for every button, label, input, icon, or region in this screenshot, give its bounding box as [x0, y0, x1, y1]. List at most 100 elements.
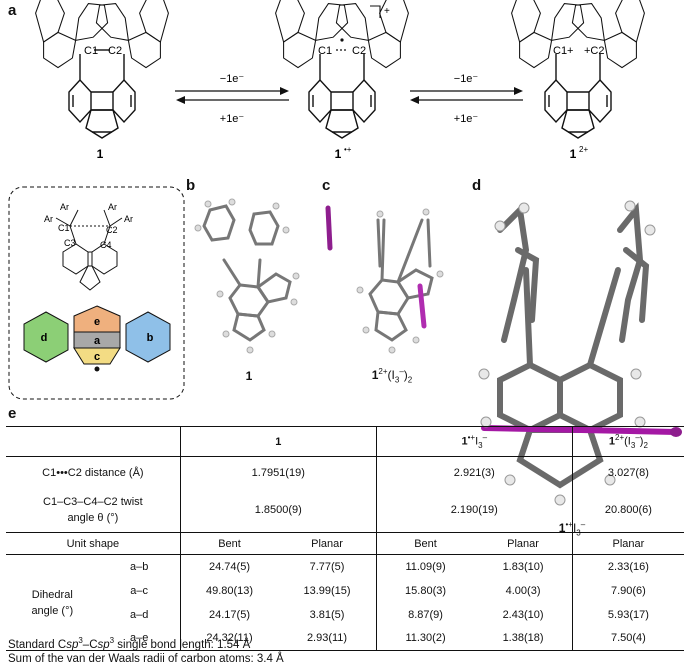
caption-d-sup2: – — [580, 520, 586, 529]
label-radical-sup: •+ — [344, 145, 352, 154]
caption-c-sup: 2+ — [378, 367, 388, 376]
dihedral-cell: 24.32(11) — [206, 632, 253, 645]
note1-f: 3 — [109, 636, 115, 645]
ring-label-e: e — [94, 316, 100, 328]
dihedral-cell: 7.90(6) — [610, 584, 646, 597]
table-header-row: 1 1•+I3– 12+(I3–)2 — [6, 426, 684, 457]
inset-ar4: Ar — [124, 214, 133, 224]
inset-c2: C2 — [106, 225, 118, 235]
row-twist-label-1: C1–C3–C4–C2 twist — [43, 496, 143, 509]
row-distance-label: C1•••C2 distance (Å) — [6, 456, 181, 489]
dihedral-cell: 15.80(3) — [405, 584, 447, 597]
label-radical: 1 — [335, 147, 342, 161]
shape-1-planar: Planar — [278, 532, 377, 555]
caption-c-rest: (I — [387, 368, 395, 382]
caption-c-main: 1 — [371, 368, 379, 382]
header-radical-sup: •+ — [467, 433, 476, 443]
panel-label-e: e — [8, 405, 17, 422]
radical-charge: + — [384, 6, 390, 17]
header-radical-main: 1 — [461, 435, 468, 448]
note1-e: sp — [97, 638, 110, 651]
header-dication-sub2: 2 — [643, 440, 648, 450]
inset-ar1: Ar — [60, 202, 69, 212]
caption-c-sub: 3 — [394, 375, 400, 385]
header-radical-sub: 3 — [478, 440, 483, 450]
footnote-vdw-radii: Sum of the van der Waals radii of carbon… — [8, 653, 284, 665]
row-twist-label-2: angle θ (°) — [67, 512, 119, 525]
dihedral-cell: 24.74(5) — [209, 560, 250, 573]
radical-cation-structure — [275, 0, 409, 139]
dication-structure — [511, 0, 645, 139]
ring-label-b: b — [147, 332, 154, 344]
distance-dication: 3.027(8) — [607, 466, 649, 479]
inset-ar3: Ar — [108, 202, 117, 212]
twist-dication: 20.800(6) — [604, 504, 652, 517]
scheme-dic-c2: +C2 — [584, 45, 605, 57]
dihedral-cell: 49.80(13) — [205, 584, 254, 597]
pair-label: a–e — [98, 626, 181, 651]
note1-b: sp — [66, 638, 79, 651]
table-row-distance: C1•••C2 distance (Å) 1.7951(19) 2.921(3)… — [6, 456, 684, 489]
header-radical-sup2: – — [482, 433, 488, 443]
caption-d-sub: 3 — [576, 528, 581, 538]
distance-radical: 2.921(3) — [376, 456, 573, 489]
crystal-structure-1 — [194, 198, 300, 354]
dihedral-cell: 2.33(16) — [607, 560, 649, 573]
ring-c — [73, 347, 121, 365]
label-dication-sup: 2+ — [579, 145, 588, 154]
caption-c-sup2: – — [399, 367, 404, 376]
caption-d-rest: I — [572, 521, 577, 535]
caption-b: 1 — [245, 369, 253, 383]
panel-label-c: c — [322, 177, 331, 194]
caption-c-end: ) — [403, 368, 408, 382]
note1-d: –C — [82, 638, 98, 651]
note1-g: single bond length: 1.54 Å — [114, 638, 251, 651]
label-dication: 1 — [570, 147, 577, 161]
table-row-dihedral: a–c 49.80(13) 13.99(15) 15.80(3) 4.00(3)… — [6, 578, 684, 603]
footnote-bond-length: Standard Csp3–Csp3 single bond length: 1… — [8, 636, 250, 651]
header-dication-end: ) — [639, 435, 644, 448]
pair-label: a–b — [98, 554, 181, 579]
caption-c-sub2: 2 — [407, 375, 413, 385]
table-row-dihedral: a–e 24.32(11) 2.93(11) 11.30(2) 1.38(18)… — [6, 626, 684, 651]
table-row-twist: C1–C3–C4–C2 twist angle θ (°) 1.8500(9) 2… — [6, 488, 684, 533]
dihedral-label: Dihedral angle (°) — [6, 555, 99, 651]
header-dication-sub: 3 — [630, 440, 636, 450]
inset-ar2: Ar — [44, 214, 53, 224]
inset-c4: C4 — [100, 240, 112, 250]
shape-radical-bent: Bent — [414, 537, 437, 550]
dihedral-cell: 3.81(5) — [278, 602, 377, 627]
header-dication-main: 1 — [608, 435, 616, 448]
dihedral-cell: 5.93(17) — [607, 608, 649, 621]
row-twist-label: C1–C3–C4–C2 twist angle θ (°) — [6, 488, 181, 533]
header-dication: 12+(I3–)2 — [572, 427, 684, 457]
compound-1-structure — [35, 0, 169, 139]
header-radical: 1•+I3– — [376, 426, 573, 457]
pair-label: a–d — [98, 602, 181, 627]
dihedral-cell: 11.09(9) — [405, 560, 446, 573]
header-dication-rest: (I — [624, 435, 631, 448]
dihedral-cell: 1.83(10) — [474, 554, 573, 579]
scheme-c1-label: C1 — [84, 45, 98, 57]
ox-label-2: −1e⁻ — [454, 73, 479, 85]
scheme-dic-c1: C1+ — [553, 45, 574, 57]
twist-1: 1.8500(9) — [180, 488, 377, 533]
dihedral-cell: 8.87(9) — [408, 608, 443, 621]
dihedral-label-1: Dihedral — [31, 588, 73, 601]
dihedral-label-2: angle (°) — [31, 604, 74, 617]
crystal-structure-dication — [325, 205, 444, 354]
dihedral-cell: 13.99(15) — [278, 578, 377, 603]
red-label-1: +1e⁻ — [220, 113, 245, 125]
unit-shape-inset: Ar Ar Ar Ar C1 C2 C3 C4 e a c d b — [8, 186, 185, 400]
panel-label-a: a — [8, 2, 17, 19]
header-radical-rest: I — [475, 435, 479, 448]
caption-c: 12+(I3–)2 — [342, 367, 442, 384]
ring-label-a: a — [94, 335, 101, 347]
header-compound-1: 1 — [180, 426, 377, 457]
shape-1-bent: Bent — [218, 537, 241, 550]
ox-label-1: −1e⁻ — [220, 73, 245, 85]
shape-dication-planar: Planar — [612, 537, 645, 550]
panel-label-d: d — [472, 177, 482, 194]
dihedral-cell: 24.17(5) — [209, 608, 250, 621]
